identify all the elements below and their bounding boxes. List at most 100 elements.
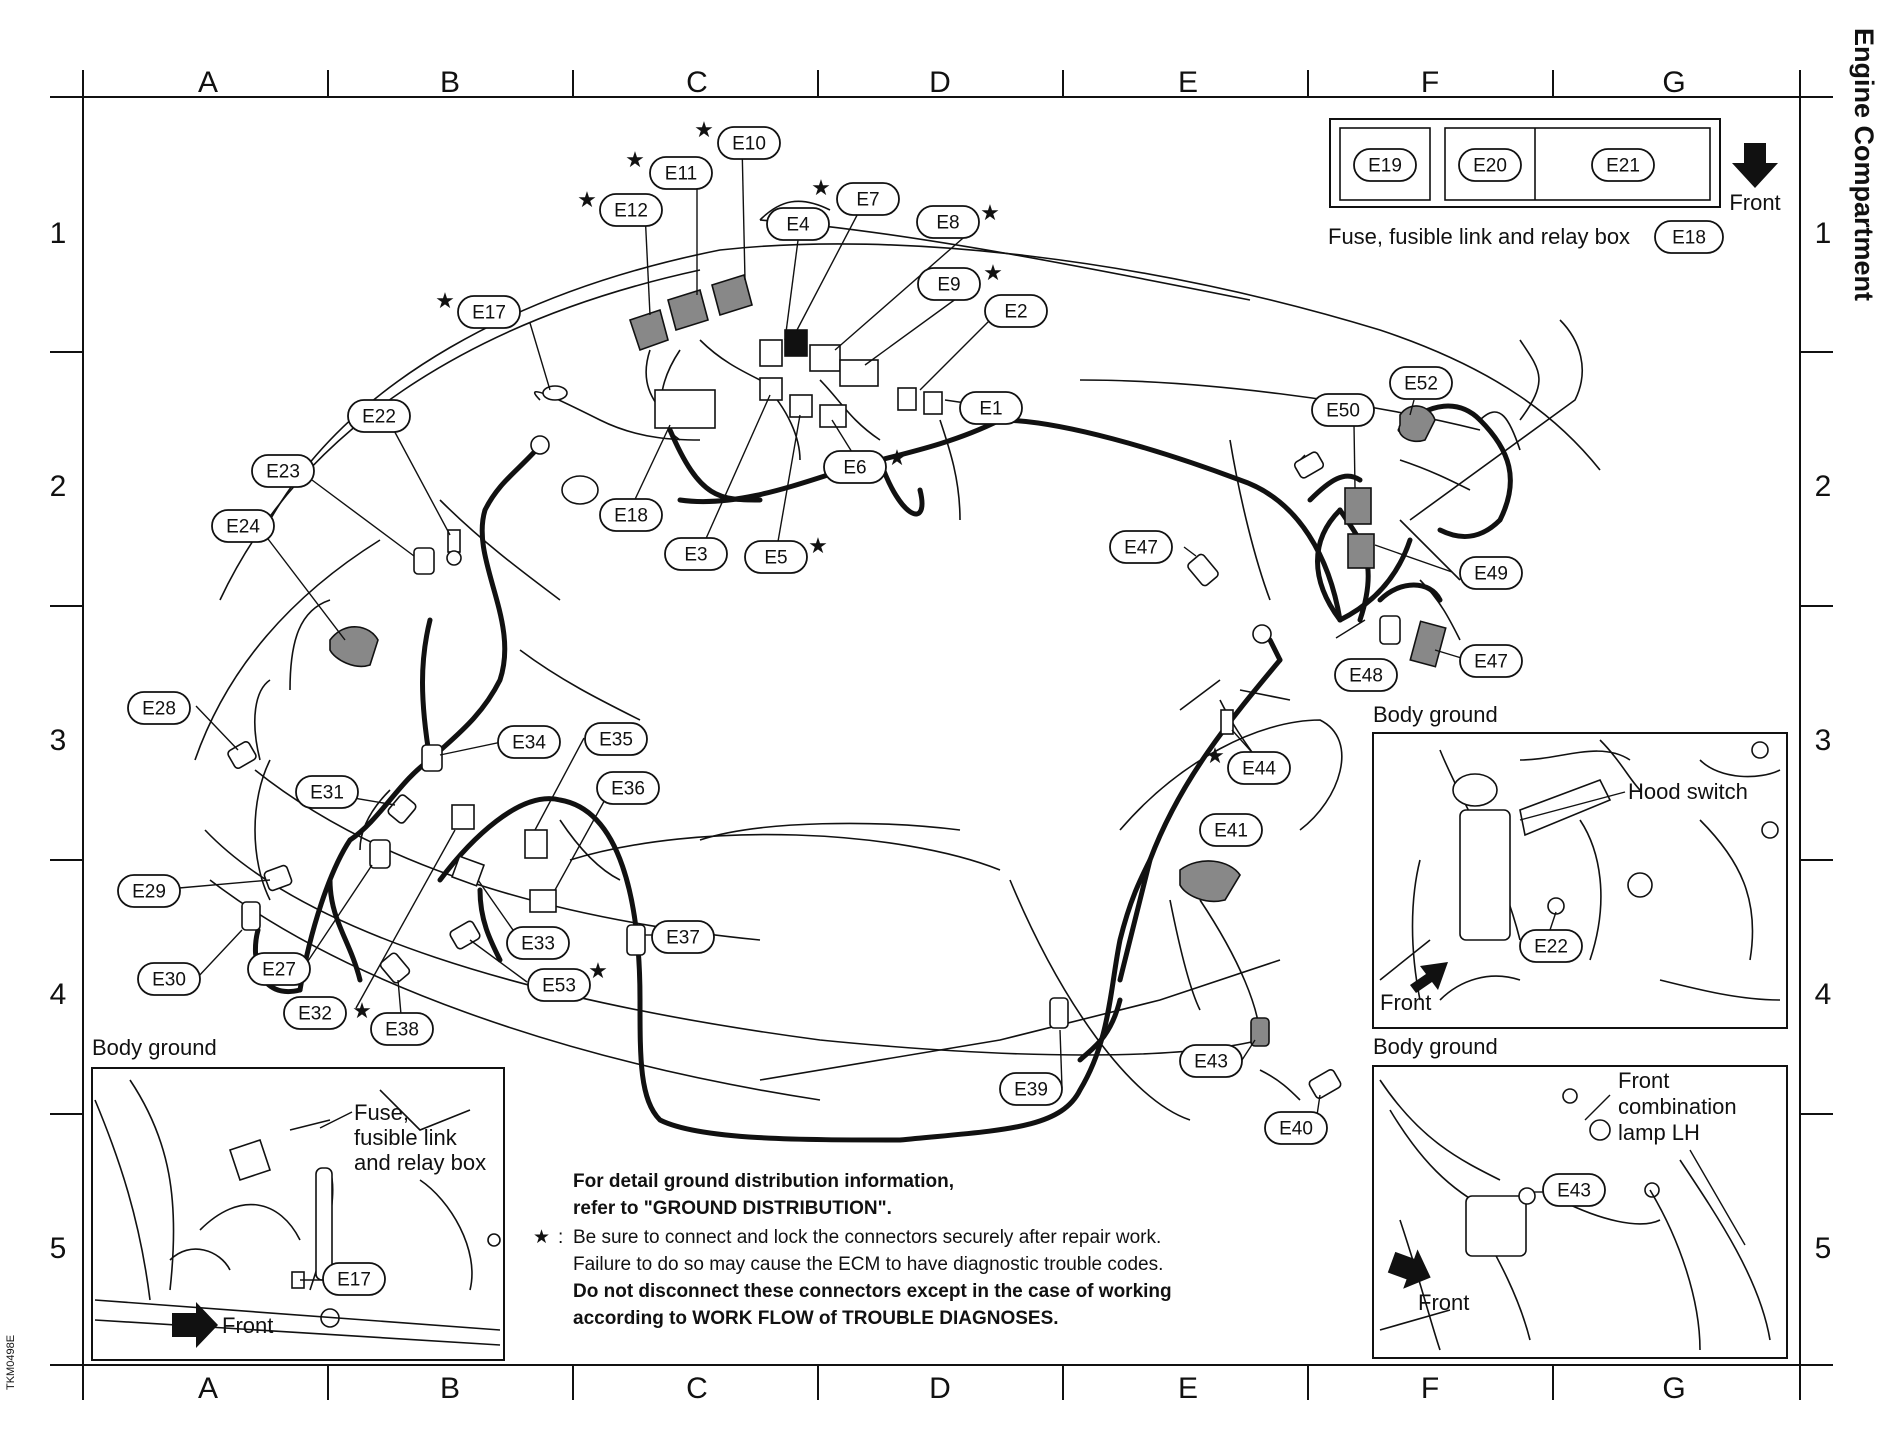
star-e8: ★	[980, 201, 1000, 226]
figure-id: TKM0498E	[5, 1335, 17, 1390]
label-e35: E35	[599, 730, 633, 751]
connector-e5-body	[789, 394, 813, 418]
label-e17: E17	[472, 303, 506, 324]
connector-e33-body	[450, 855, 486, 887]
connector-e3-body	[759, 377, 783, 401]
lock-warning-stars: ★ ★ ★ ★ ★ ★ ★ ★ ★ ★ ★ ★	[352, 118, 1225, 1024]
connector-e53-body	[449, 920, 481, 950]
connector-e23-body	[413, 547, 435, 575]
connector-e37-body	[626, 924, 646, 956]
front-arrow-icon	[1732, 143, 1778, 188]
label-e44: E47	[1124, 538, 1158, 559]
label-e24: E24	[226, 517, 260, 538]
ecm-connector-e10	[711, 273, 753, 317]
grid-col-top-f: F	[1421, 66, 1439, 99]
ground-terminal-e22	[446, 529, 462, 566]
label-e29: E29	[132, 882, 166, 903]
label-e20: E20	[1473, 156, 1507, 177]
inset-hood-switch: Body ground Hood switch E22 Front	[1372, 702, 1788, 1029]
connector-e6-body	[819, 404, 847, 428]
ecm-connector-e12	[628, 308, 669, 352]
label-e37: E37	[666, 928, 700, 949]
label-e36: E36	[611, 779, 645, 800]
connector-labels: E10 E11 E12 E7 E4 E8 E9 E2 E17 E1 E6 E22…	[117, 126, 1523, 1145]
label-e32: E32	[298, 1004, 332, 1025]
inset-hood-label-e22: E22	[1534, 937, 1568, 958]
label-e48: E48	[1349, 666, 1383, 687]
star-e17: ★	[435, 289, 455, 314]
grid-row-right-3: 3	[1815, 724, 1832, 757]
star-e12: ★	[577, 188, 597, 213]
grid-col-bottom-g: G	[1662, 1372, 1685, 1405]
star-e5: ★	[808, 534, 828, 559]
inset-left-callout-1: Fuse,	[354, 1100, 409, 1125]
connector-e52-body	[1398, 405, 1436, 443]
star-e9: ★	[983, 261, 1003, 286]
inset-hood-front-label: Front	[1380, 990, 1431, 1015]
label-e21: E21	[1606, 156, 1640, 177]
connector-e42-body	[1250, 1017, 1270, 1047]
grid-col-top-c: C	[686, 66, 708, 99]
connector-e29-body	[263, 864, 293, 892]
notes-block: For detail ground distribution informati…	[533, 1171, 1172, 1329]
label-e39: E38	[385, 1020, 419, 1041]
grid-row-right-2: 2	[1815, 470, 1832, 503]
inset-hood-front-arrow-icon	[1410, 962, 1448, 993]
grid-col-top-a: A	[198, 66, 218, 99]
inset-combination-lamp: Body ground E43 Front combination lamp L…	[1372, 1034, 1788, 1359]
connector-e24-body	[329, 626, 379, 668]
ecm-connector-e11	[667, 288, 709, 332]
grid-col-bottom-a: A	[198, 1372, 218, 1405]
connector-e39-body	[379, 952, 411, 984]
connector-e1-body-a	[897, 387, 917, 411]
inset-body-ground-left: Body ground Fuse, fusible link and relay…	[91, 1035, 505, 1361]
label-e28: E28	[142, 699, 176, 720]
label-e6: E6	[843, 458, 866, 479]
connector-e35-body	[524, 829, 548, 859]
grid-row-right-5: 5	[1815, 1232, 1832, 1265]
label-e47: E47	[1474, 652, 1508, 673]
grid-row-left-2: 2	[50, 470, 67, 503]
label-e22: E22	[362, 407, 396, 428]
star-e10: ★	[694, 118, 714, 143]
label-e10: E10	[732, 134, 766, 155]
label-e33: E33	[521, 934, 555, 955]
note-line-2: refer to "GROUND DISTRIBUTION".	[573, 1198, 892, 1219]
connector-e31-body	[387, 794, 417, 824]
label-e3: E3	[684, 545, 707, 566]
note-line-1: For detail ground distribution informati…	[573, 1171, 954, 1192]
label-e8: E8	[936, 213, 959, 234]
grid-row-left-1: 1	[50, 217, 67, 250]
grid-col-top-e: E	[1178, 66, 1198, 99]
inset-hood-title: Body ground	[1373, 702, 1498, 727]
fuse-box-front-label: Front	[1729, 190, 1780, 215]
grid-row-right-1: 1	[1815, 217, 1832, 250]
grommet-right	[1252, 624, 1272, 644]
label-e41: E41	[1214, 821, 1248, 842]
connector-e47-body	[1409, 620, 1447, 668]
note-bold-line-1: Do not disconnect these connectors excep…	[573, 1281, 1172, 1302]
fuse-box-legend: E19 E20 E21 Front Fuse, fusible link and…	[1328, 118, 1781, 254]
connector-e34-body	[421, 744, 443, 772]
label-e27: E27	[262, 960, 296, 981]
inset-lamp-callout-3: lamp LH	[1618, 1120, 1700, 1145]
label-e50: E49	[1474, 564, 1508, 585]
connector-e49-body	[1344, 487, 1372, 525]
ground-terminal-e43	[1220, 709, 1234, 735]
wiring-harness	[252, 403, 1513, 1143]
note-star-line-2: Failure to do so may cause the ECM to ha…	[573, 1254, 1163, 1275]
label-e34: E34	[512, 733, 546, 754]
label-e40: E40	[1279, 1119, 1313, 1140]
grid-col-bottom-e: E	[1178, 1372, 1198, 1405]
connector-e41-body	[1179, 860, 1241, 903]
label-e42: E43	[1194, 1052, 1228, 1073]
grid-row-left-3: 3	[50, 724, 67, 757]
ground-terminal-e17	[542, 385, 568, 401]
connector-e40-body	[1308, 1069, 1342, 1099]
grid-col-top-g: G	[1662, 66, 1685, 99]
label-e1: E1	[979, 399, 1002, 420]
grid-col-bottom-c: C	[686, 1372, 708, 1405]
connector-e49-sensor-body	[1293, 451, 1325, 479]
label-e18-caption: E18	[1672, 228, 1706, 249]
